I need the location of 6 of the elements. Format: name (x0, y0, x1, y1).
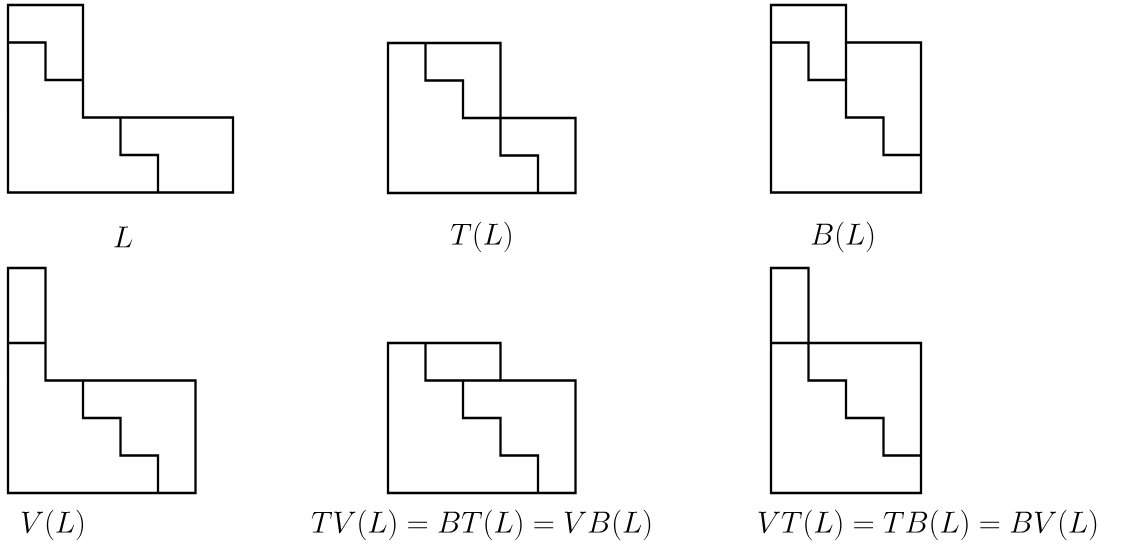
formula-label: $V(L)$ (21, 509, 84, 541)
formula-label: $B(L)$ (811, 221, 874, 253)
formula-label: $TV(L) = BT(L) = VB(L)$ (311, 509, 651, 541)
formula-label: $L$ (114, 226, 133, 248)
formula-label: $T(L)$ (451, 221, 511, 253)
formula-label: $VT(L) = TB(L) = BV(L)$ (758, 509, 1097, 541)
